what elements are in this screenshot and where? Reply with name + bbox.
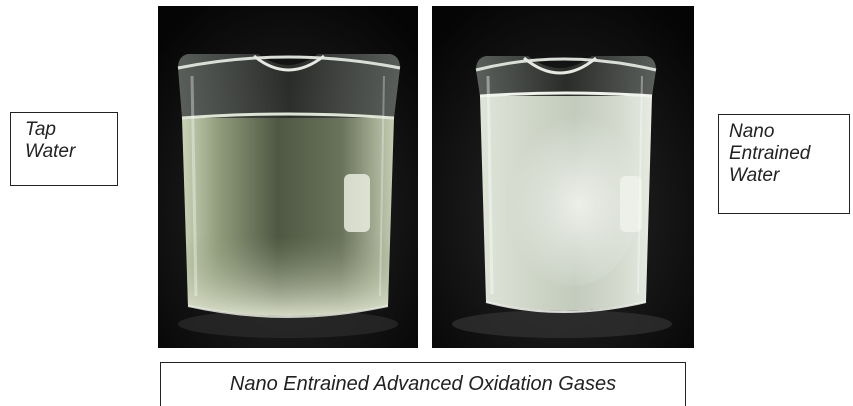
- nano-entrained-water-label-box: Nano Entrained Water: [718, 114, 850, 214]
- nano-water-label-line-1: Nano: [729, 121, 775, 142]
- tap-water-label-line-1: Tap: [25, 119, 56, 140]
- nano-water-label-line-2: Entrained: [729, 143, 811, 164]
- caption-text: Nano Entrained Advanced Oxidation Gases: [229, 373, 617, 395]
- tap-water-label-line-2: Water: [25, 141, 76, 162]
- nano-water-label-line-3: Water: [729, 165, 780, 186]
- caption-box: Nano Entrained Advanced Oxidation Gases: [160, 362, 686, 406]
- nano-entrained-water-beaker-photo: [432, 6, 694, 348]
- tap-water-beaker-photo: [158, 6, 418, 348]
- tap-water-label-box: Tap Water: [10, 112, 118, 186]
